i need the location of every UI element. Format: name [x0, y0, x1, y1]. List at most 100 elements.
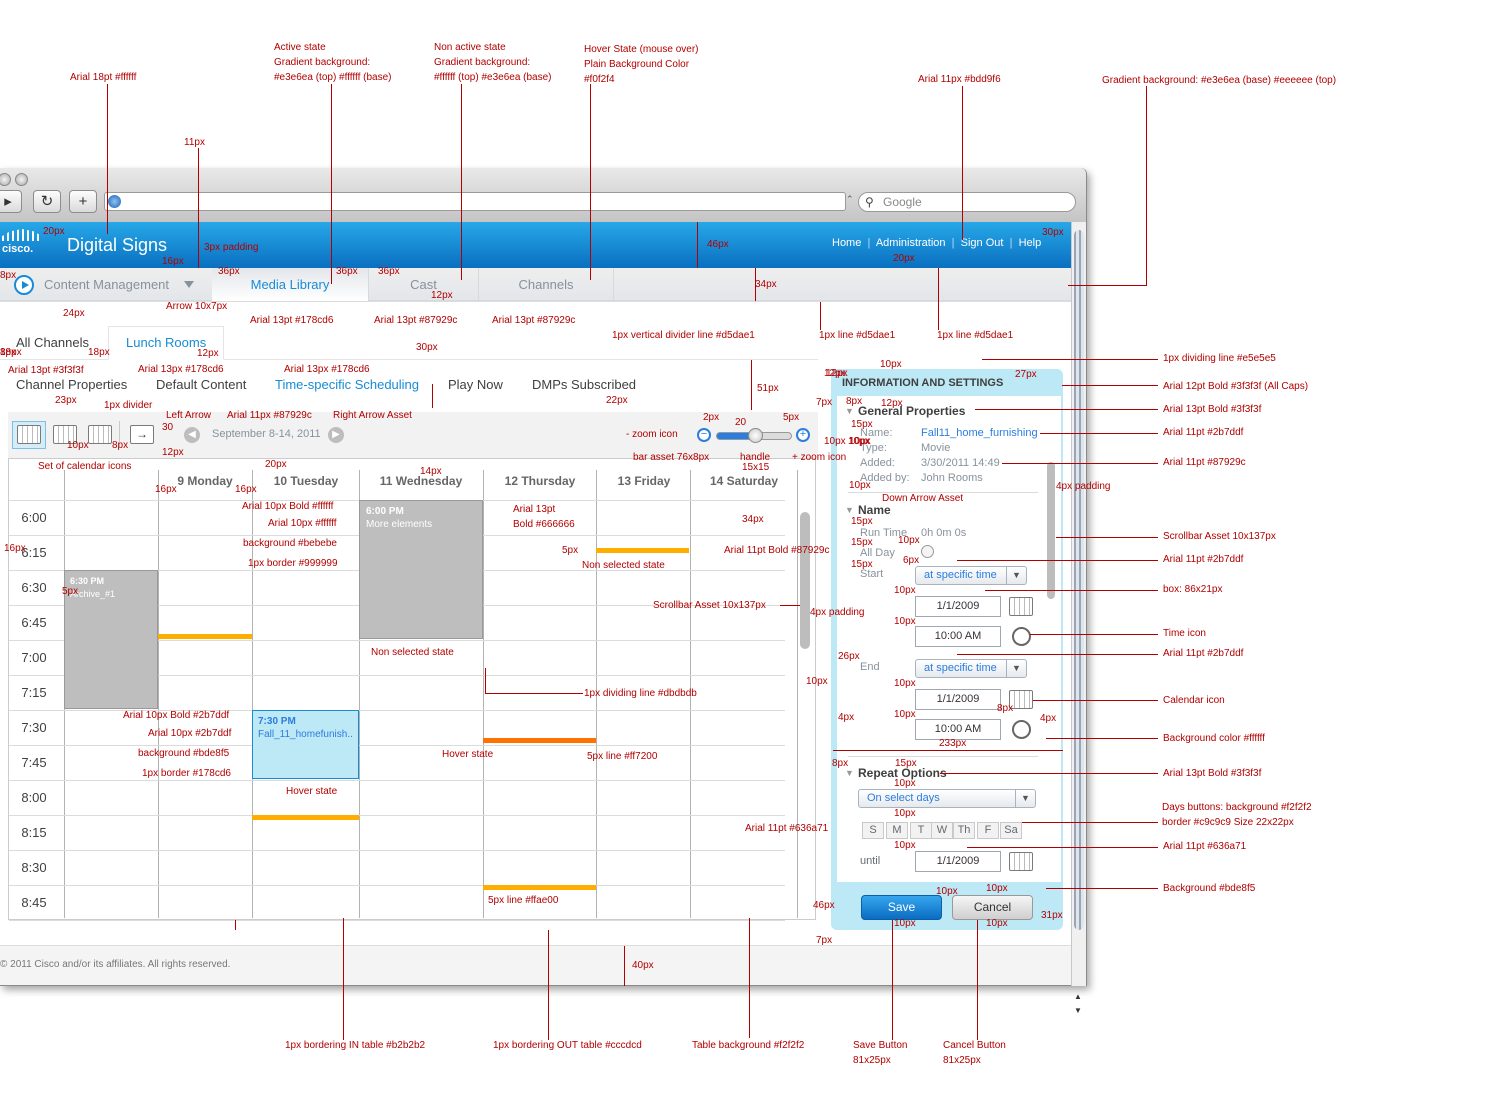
annotation-label: 1px bordering IN table #b2b2b2	[285, 1040, 426, 1051]
browser-scrollbar[interactable]: ▲ ▼	[1071, 222, 1086, 1015]
event-line[interactable]	[596, 548, 689, 553]
event-line[interactable]	[158, 634, 252, 639]
annotation-label: 3px padding	[204, 242, 259, 253]
chevron-down-icon[interactable]: ▼	[845, 406, 854, 416]
nav-help[interactable]: Help	[1018, 237, 1042, 249]
scroll-up-icon[interactable]: ▲	[1074, 992, 1082, 1001]
time-icon[interactable]	[1012, 627, 1031, 646]
chevron-down-icon[interactable]: ▼	[845, 505, 854, 515]
day-button-wednesday[interactable]: W	[931, 822, 953, 839]
scroll-down-icon[interactable]: ▼	[1074, 1006, 1082, 1015]
annotation-label: 10px	[898, 535, 920, 546]
grid-row-line	[9, 885, 785, 886]
calendar-week-icon[interactable]	[53, 425, 77, 444]
annotation-label: Arial 10px #2b7ddf	[148, 728, 232, 739]
annotation-line	[590, 84, 591, 280]
calendar-event[interactable]: 6:30 PM Archive_#1	[64, 570, 158, 709]
forward-icon[interactable]: ▸	[0, 190, 22, 213]
calendar-icon[interactable]	[1009, 690, 1033, 709]
zoom-out-icon[interactable]: −	[697, 428, 711, 442]
annotation-label: Hover state	[442, 749, 494, 760]
day-button-friday[interactable]: F	[977, 822, 999, 839]
time-icon[interactable]	[1012, 720, 1031, 739]
repeat-select[interactable]: On select days▼	[858, 789, 1036, 808]
day-button-sunday[interactable]: S	[862, 822, 884, 839]
tab-time-specific-scheduling[interactable]: Time-specific Scheduling	[275, 377, 420, 392]
event-line[interactable]	[252, 815, 359, 820]
end-label: End	[860, 661, 880, 673]
info-scrollbar[interactable]	[1047, 462, 1055, 599]
event-line-hover[interactable]	[483, 738, 596, 743]
annotation-label: 10px	[894, 808, 916, 819]
tab-cast[interactable]: Cast	[410, 277, 437, 292]
window-button[interactable]	[0, 173, 11, 186]
right-arrow-icon[interactable]: ▶	[328, 427, 344, 443]
nav-sign-out[interactable]: Sign Out	[960, 237, 1004, 249]
tab-media-library[interactable]: Media Library	[212, 268, 368, 301]
day-button-tuesday[interactable]: T	[910, 822, 932, 839]
annotation-label: 30px	[1042, 227, 1064, 238]
cancel-button[interactable]: Cancel	[952, 895, 1033, 920]
all-day-radio[interactable]	[921, 545, 934, 558]
calendar-event-hover[interactable]: 7:30 PM Fall_11_homefunish..	[252, 710, 359, 779]
annotation-label: Time icon	[1163, 628, 1206, 639]
calendar-day-icon[interactable]	[17, 425, 41, 444]
slider-handle[interactable]	[748, 428, 763, 443]
grid-row-line	[9, 745, 785, 746]
annotation-label: 27px	[1015, 369, 1037, 380]
add-tab-icon[interactable]: +	[69, 190, 97, 213]
annotation-label: Arial 11pt #2b7ddf	[1163, 648, 1244, 659]
general-properties-heading[interactable]: General Properties	[858, 404, 966, 418]
start-date-field[interactable]: 1/1/2009	[915, 596, 1001, 617]
time-label: 6:15	[21, 545, 47, 560]
nav-administration[interactable]: Administration	[875, 237, 946, 249]
calendar-icon[interactable]	[1009, 597, 1033, 616]
annotation-line	[780, 605, 800, 606]
annotation-label: Gradient background:	[434, 57, 531, 68]
window-button[interactable]	[15, 173, 28, 186]
tab-all-channels[interactable]: All Channels	[16, 335, 89, 350]
tab-channels[interactable]: Channels	[518, 277, 574, 292]
nav-divider	[613, 268, 614, 301]
grid-column-line	[797, 470, 798, 918]
repeat-options-heading[interactable]: Repeat Options	[858, 766, 947, 780]
annotation-label: 20px	[893, 253, 915, 264]
tab-default-content[interactable]: Default Content	[156, 377, 247, 392]
save-button[interactable]: Save	[861, 895, 942, 920]
until-label: until	[860, 855, 881, 867]
chevron-down-icon[interactable]: ▼	[845, 768, 854, 778]
calendar-scrollbar[interactable]	[800, 512, 810, 649]
day-button-saturday[interactable]: Sa	[1000, 822, 1022, 839]
scrollbar-thumb[interactable]	[1074, 230, 1084, 930]
end-select[interactable]: at specific time▼	[915, 659, 1027, 678]
tab-dmps-subscribed[interactable]: DMPs Subscribed	[532, 377, 637, 392]
start-time-field[interactable]: 10:00 AM	[915, 626, 1001, 647]
address-bar[interactable]	[104, 192, 846, 211]
annotation-label: Background #bde8f5	[1163, 883, 1256, 894]
calendar-event[interactable]: 6:00 PM More elements	[359, 500, 483, 639]
arrow-right-icon[interactable]: →	[130, 425, 154, 444]
tab-channel-properties[interactable]: Channel Properties	[16, 377, 128, 392]
nav-home[interactable]: Home	[832, 237, 862, 249]
start-select[interactable]: at specific time▼	[915, 566, 1027, 585]
tab-content-management[interactable]: Content Management	[44, 277, 170, 292]
tab-play-now[interactable]: Play Now	[448, 377, 503, 392]
annotation-label: 34px	[755, 279, 777, 290]
tab-lunch-rooms[interactable]: Lunch Rooms	[126, 335, 207, 350]
left-arrow-icon[interactable]: ◀	[184, 427, 200, 443]
calendar-icon[interactable]	[1009, 852, 1033, 871]
chevron-down-icon[interactable]	[184, 281, 194, 288]
search-input[interactable]: ⚲ Google	[858, 192, 1076, 212]
until-date-field[interactable]: 1/1/2009	[915, 851, 1001, 872]
annotation-line	[198, 148, 199, 268]
day-button-monday[interactable]: M	[886, 822, 908, 839]
zoom-in-icon[interactable]: +	[796, 428, 810, 442]
name-heading[interactable]: Name	[858, 503, 891, 517]
reload-icon[interactable]: ↻	[33, 190, 61, 213]
annotation-label: Gradient background:	[274, 57, 371, 68]
day-button-thursday[interactable]: Th	[953, 822, 975, 839]
end-time-field[interactable]: 10:00 AM	[915, 719, 1001, 740]
end-date-field[interactable]: 1/1/2009	[915, 689, 1001, 710]
event-line[interactable]	[483, 885, 596, 890]
calendar-month-icon[interactable]	[88, 425, 112, 444]
